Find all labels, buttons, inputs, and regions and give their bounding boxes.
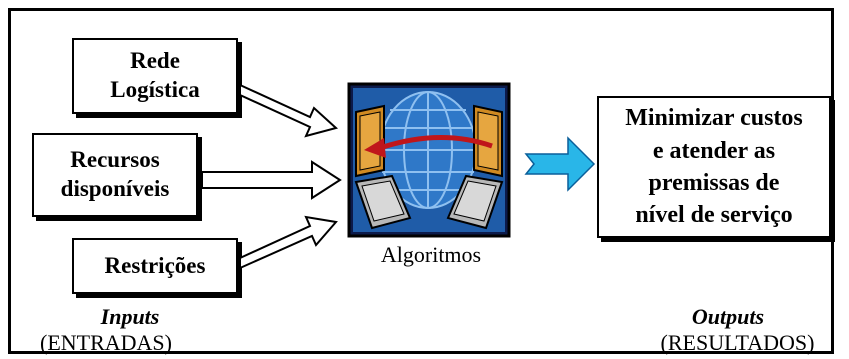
input-box-line: Restrições — [104, 252, 206, 278]
output-box-line: e atender as — [652, 137, 776, 164]
algorithm-label: Algoritmos — [380, 242, 482, 267]
input-box-line: disponíveis — [60, 176, 170, 201]
output-box: Minimizar custos e atender as premissas … — [597, 96, 831, 238]
arrow-restricoes-to-algorithm — [239, 215, 338, 270]
output-box-line: Minimizar custos — [625, 105, 803, 132]
arrow-algorithm-to-output — [524, 136, 596, 192]
input-box-line: Logística — [110, 77, 200, 102]
input-box-restricoes: Restrições — [72, 238, 238, 294]
output-box-line: nível de serviço — [635, 202, 793, 229]
arrow-rede-to-algorithm — [239, 83, 339, 138]
arrow-recursos-to-algorithm — [201, 160, 342, 200]
outputs-title: Outputs — [691, 304, 765, 329]
inputs-title: Inputs — [100, 304, 160, 329]
input-box-line: Rede — [130, 48, 180, 74]
input-box-recursos-disponiveis: Recursos disponíveis — [32, 133, 198, 217]
computer-network-icon — [347, 82, 511, 238]
inputs-subtitle: (ENTRADAS) — [40, 330, 172, 355]
output-box-line: premissas de — [648, 170, 780, 196]
input-box-line: Recursos — [70, 147, 160, 173]
outputs-subtitle: (RESULTADOS) — [660, 330, 815, 355]
input-box-rede-logistica: Rede Logística — [72, 38, 238, 114]
